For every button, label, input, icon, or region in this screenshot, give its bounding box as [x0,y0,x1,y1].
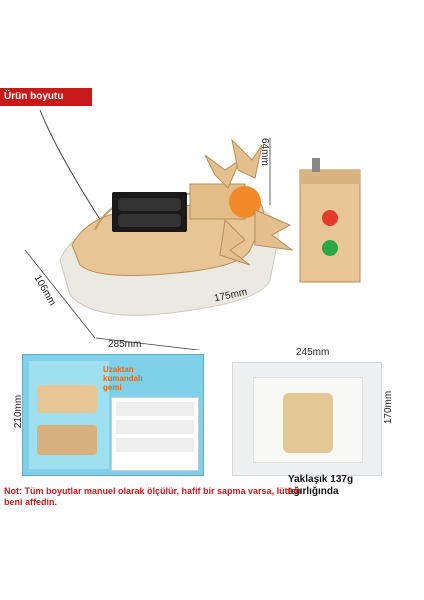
manual-heading: Uzaktan kumandalı gemi [103,365,143,392]
boat-product-illustration [24,109,361,350]
dim-length-total: 285mm [108,339,142,350]
product-size-badge: Ürün boyutu ekran [0,88,92,120]
instruction-manual-image: Uzaktan kumandalı gemi [22,354,204,476]
dim-package-width: 245mm [296,347,330,358]
dim-manual-width: 210mm [13,394,25,429]
dim-package-height: 170mm [383,390,395,425]
package-bag-image [232,362,382,476]
disclaimer-note: Not: Tüm boyutlar manuel olarak ölçülür,… [4,486,302,507]
dim-height-top: 64mm [259,138,270,166]
weight-label: Yaklaşık 137g ağırlığında [288,474,354,497]
